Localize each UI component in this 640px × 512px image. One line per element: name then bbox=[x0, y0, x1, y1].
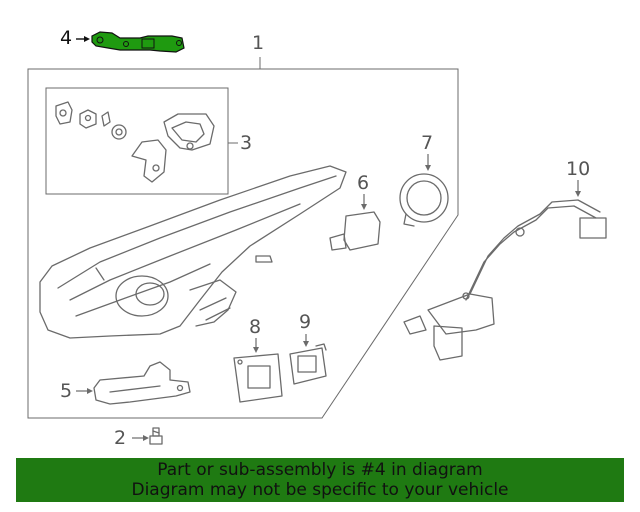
callout-8-arrowhead bbox=[253, 347, 259, 353]
part-9-module bbox=[289, 343, 327, 385]
banner-line-2: Diagram may not be specific to your vehi… bbox=[131, 480, 509, 500]
banner-line-1: Part or sub-assembly is #4 in diagram bbox=[157, 460, 483, 480]
part-4-bracket bbox=[91, 31, 185, 53]
part-5-bracket bbox=[93, 361, 191, 405]
part-10-harness bbox=[403, 199, 607, 361]
part-8-module bbox=[233, 353, 283, 403]
part-info-banner: Part or sub-assembly is #4 in diagram Di… bbox=[16, 458, 624, 502]
callout-4: 4 bbox=[60, 27, 73, 49]
callout-4-arrowhead bbox=[84, 36, 90, 42]
bracket-kit-box bbox=[45, 87, 229, 195]
callout-5: 5 bbox=[60, 380, 73, 402]
callout-6: 6 bbox=[357, 172, 370, 194]
headlamp-assembly-box bbox=[27, 68, 459, 419]
headlamp-housing bbox=[39, 165, 347, 339]
callout-2: 2 bbox=[114, 427, 127, 449]
callout-3: 3 bbox=[240, 132, 253, 154]
callout-10: 10 bbox=[566, 158, 591, 180]
part-7-cap bbox=[399, 173, 449, 227]
callout-9-arrowhead bbox=[303, 341, 309, 347]
callout-7-arrowhead bbox=[425, 165, 431, 171]
callout-8: 8 bbox=[249, 316, 262, 338]
callout-1: 1 bbox=[252, 32, 265, 54]
callout-6-arrowhead bbox=[361, 204, 367, 210]
part-2-screw bbox=[149, 427, 163, 445]
callout-7: 7 bbox=[421, 132, 434, 154]
clip-parts bbox=[55, 101, 215, 183]
callout-5-arrowhead bbox=[87, 388, 93, 394]
part-6-bulb bbox=[329, 211, 381, 251]
callout-10-arrowhead bbox=[575, 191, 581, 197]
callout-9: 9 bbox=[299, 311, 312, 333]
callout-2-arrowhead bbox=[143, 435, 149, 441]
